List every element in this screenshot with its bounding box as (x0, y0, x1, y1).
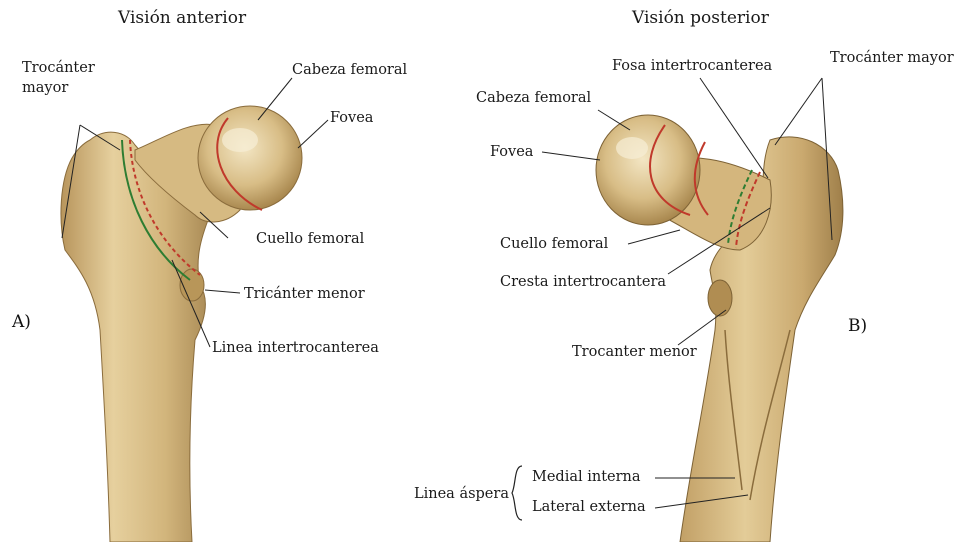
leader-trocanter-mayor-b1 (775, 78, 822, 145)
label-lateral-externa: Lateral externa (532, 499, 646, 516)
anterior-femur (61, 106, 302, 542)
posterior-lesser-trochanter (708, 280, 732, 316)
posterior-head-highlight (616, 137, 648, 159)
label-trocanter-mayor-b: Trocánter mayor (830, 50, 954, 67)
label-fovea-b: Fovea (490, 144, 533, 161)
linea-aspera-brace (512, 466, 522, 520)
label-cresta-intertrocantera: Cresta intertrocantera (500, 274, 666, 291)
label-tricanter-menor-a: Tricánter menor (244, 286, 365, 303)
label-cabeza-femoral-a: Cabeza femoral (292, 62, 407, 79)
label-linea-intertrocanterea-a: Linea intertrocanterea (212, 340, 379, 357)
panel-label-b: B) (848, 316, 867, 336)
label-trocanter-mayor-a-line2: mayor (22, 80, 68, 97)
label-medial-interna: Medial interna (532, 469, 641, 486)
panel-label-a: A) (12, 312, 31, 332)
anterior-femoral-head (198, 106, 302, 210)
label-cabeza-femoral-b: Cabeza femoral (476, 90, 591, 107)
leader-tricanter-menor-a (205, 290, 240, 293)
leader-fovea-b (542, 152, 600, 160)
title-posterior: Visión posterior (632, 8, 769, 28)
label-cuello-femoral-b: Cuello femoral (500, 236, 608, 253)
label-fosa-intertrocanterea: Fosa intertrocanterea (612, 58, 772, 75)
title-anterior: Visión anterior (118, 8, 246, 28)
label-linea-aspera: Linea áspera (414, 486, 509, 503)
label-trocanter-menor-b: Trocanter menor (572, 344, 697, 361)
label-trocanter-mayor-a-line1: Trocánter (22, 60, 95, 77)
anterior-head-highlight (222, 128, 258, 152)
leader-cuello-femoral-b (628, 230, 680, 244)
posterior-femoral-head (596, 115, 700, 225)
label-cuello-femoral-a: Cuello femoral (256, 231, 364, 248)
label-fovea-a: Fovea (330, 110, 373, 127)
leader-fovea-a (298, 120, 328, 148)
